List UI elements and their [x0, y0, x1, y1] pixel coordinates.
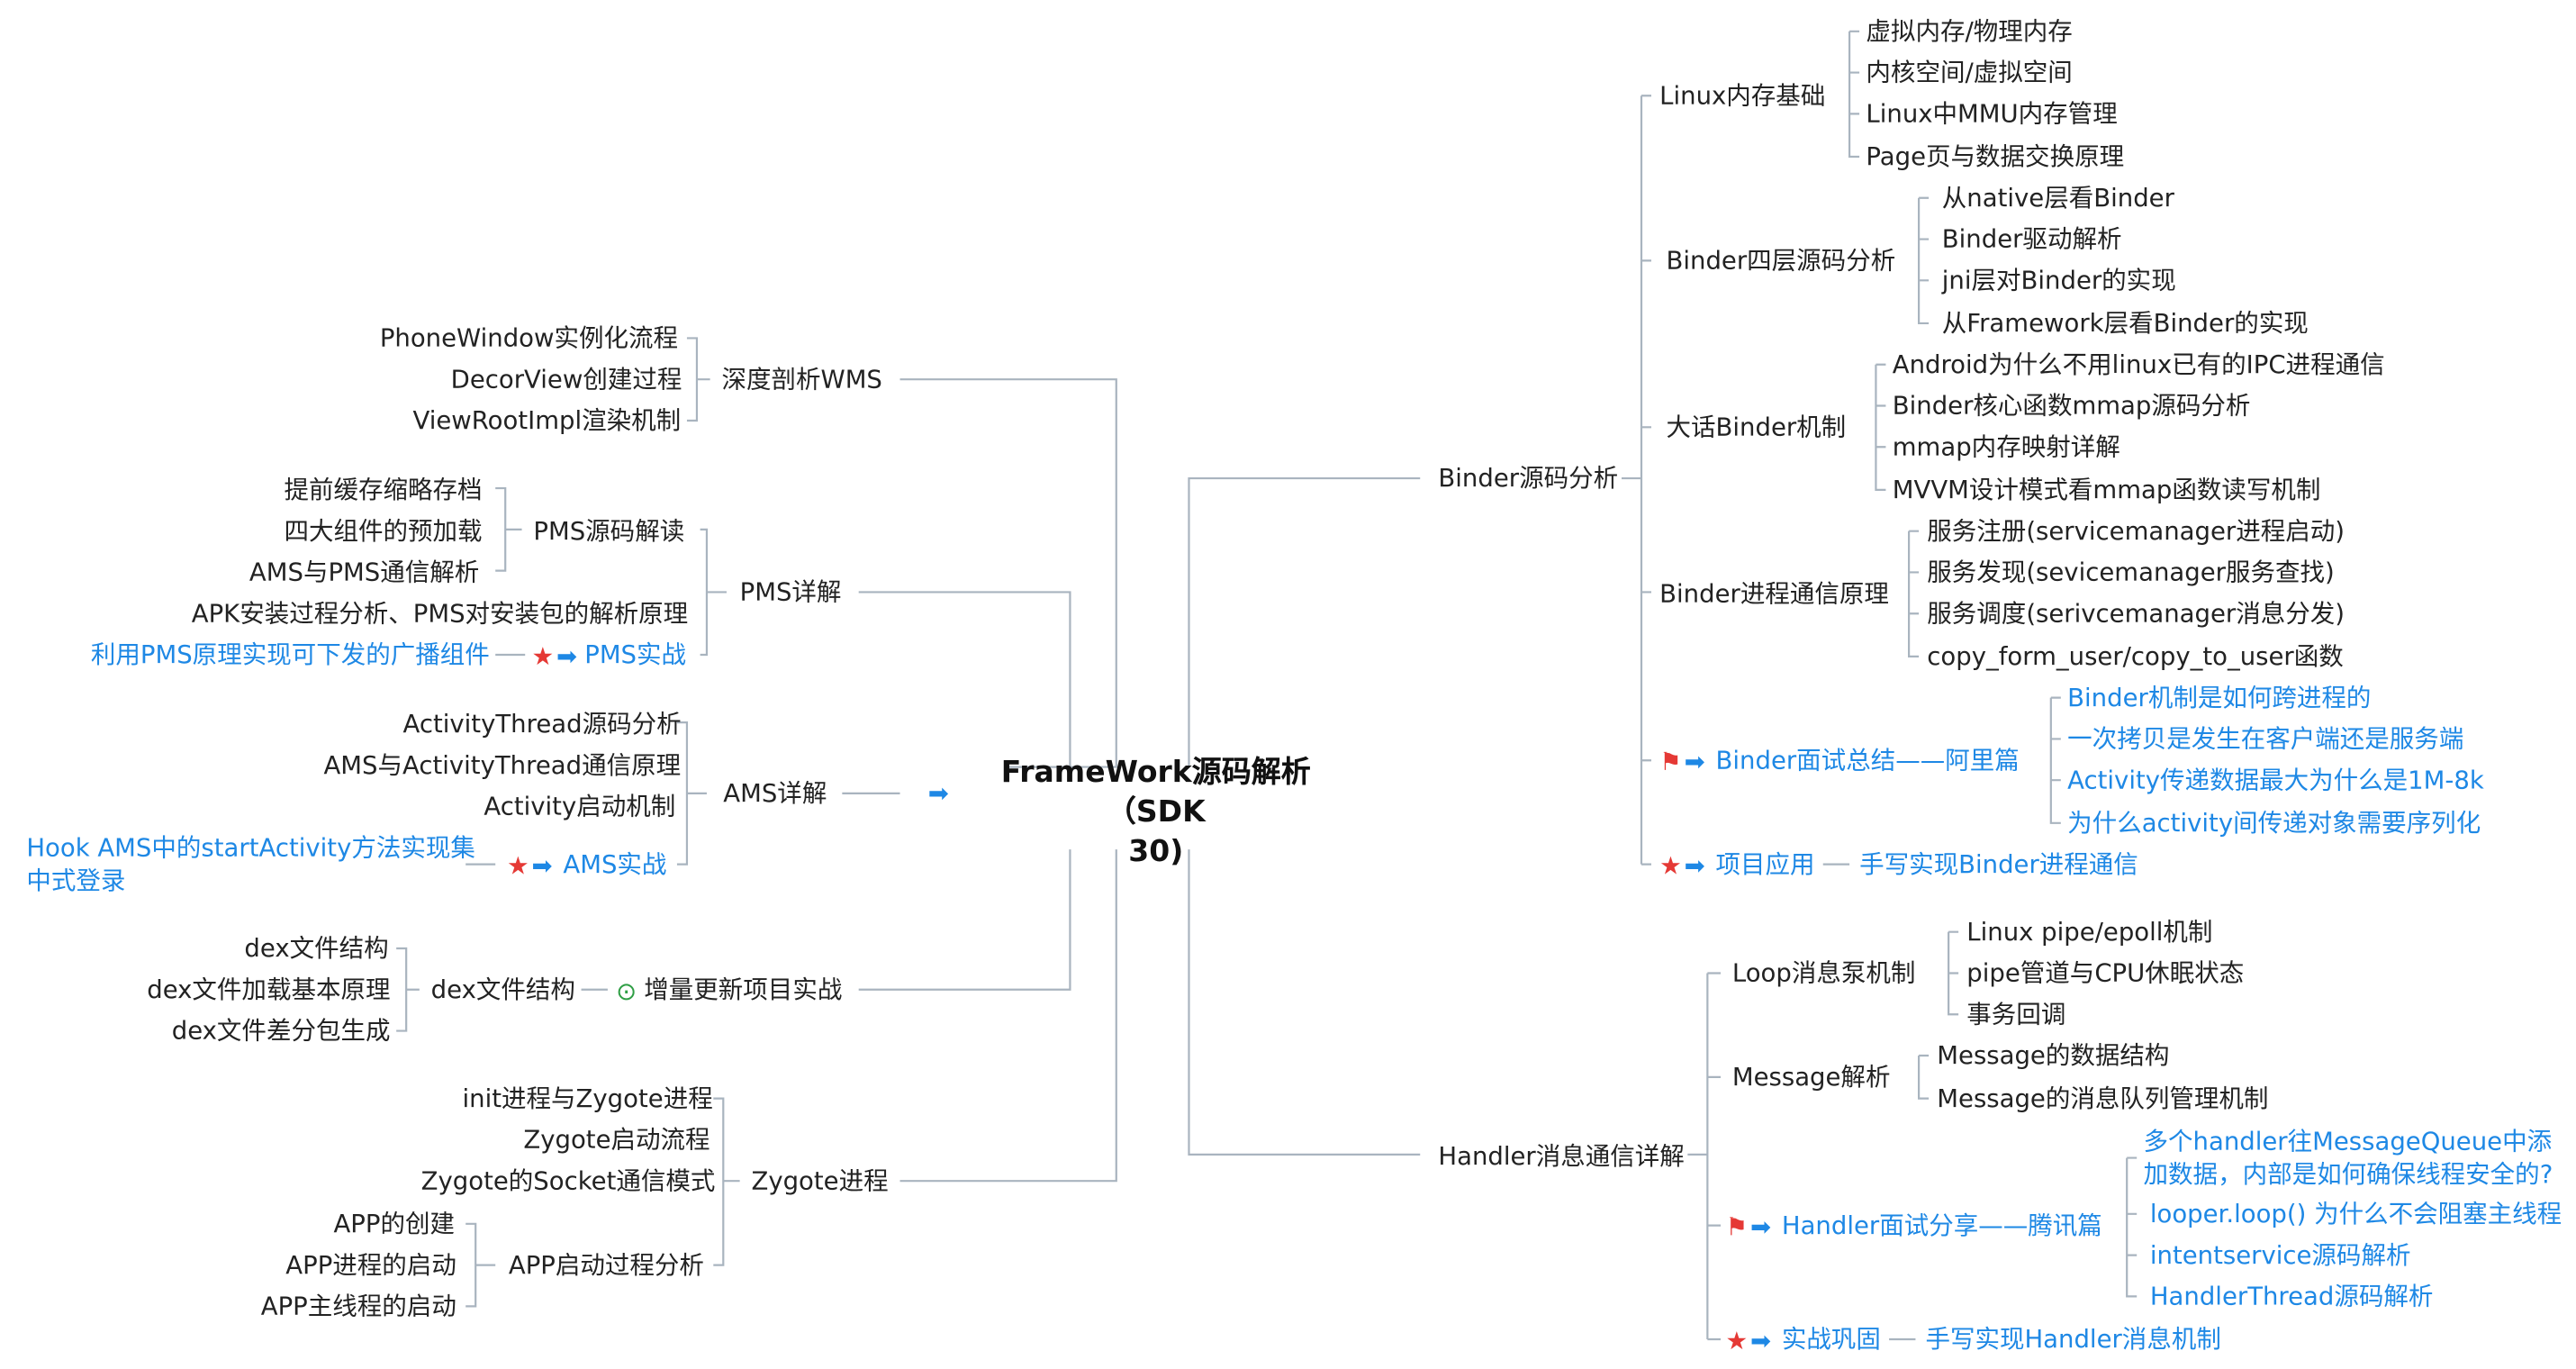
binder-branch[interactable]: Binder源码分析: [1438, 463, 1619, 494]
app-item[interactable]: APP进程的启动: [285, 1250, 456, 1281]
wms-item[interactable]: ViewRootImpl渲染机制: [412, 405, 682, 436]
handler-practice-detail[interactable]: 手写实现Handler消息机制: [1925, 1324, 2221, 1355]
loop-node[interactable]: Loop消息泵机制: [1731, 957, 1916, 988]
star-icon: ★: [1659, 850, 1682, 881]
ams-branch[interactable]: AMS详解: [723, 778, 827, 809]
flag-icon: ⚑: [1659, 747, 1682, 777]
handler-interview-item-cont: 加数据，内部是如何确保线程安全的?: [2143, 1159, 2553, 1190]
binder-interview-item[interactable]: Binder机制是如何跨进程的: [2067, 683, 2372, 713]
dex-branch[interactable]: 增量更新项目实战: [644, 975, 843, 1005]
arrow-right-icon: ➡: [1750, 1212, 1772, 1242]
ams-practice-node[interactable]: AMS实战: [563, 849, 667, 880]
linux-memory-node[interactable]: Linux内存基础: [1659, 80, 1826, 111]
linux-memory-item[interactable]: 内核空间/虚拟空间: [1866, 58, 2073, 88]
ams-practice-detail-line2: 中式登录: [26, 866, 126, 896]
arrow-right-icon: ➡: [1684, 850, 1705, 881]
binder-project-detail[interactable]: 手写实现Binder进程通信: [1859, 849, 2138, 880]
zygote-item[interactable]: init进程与Zygote进程: [462, 1083, 713, 1114]
binder-four-layer-item[interactable]: 从native层看Binder: [1941, 183, 2174, 213]
dex-structure-node[interactable]: dex文件结构: [430, 975, 575, 1005]
play-icon: ⊙: [616, 976, 637, 1007]
binder-ipc-item[interactable]: 服务注册(servicemanager进程启动): [1927, 516, 2346, 547]
linux-memory-item[interactable]: Page页与数据交换原理: [1866, 141, 2125, 172]
app-item[interactable]: APP主线程的启动: [260, 1291, 456, 1321]
ams-item[interactable]: ActivityThread源码分析: [402, 709, 682, 739]
pms-branch[interactable]: PMS详解: [739, 576, 842, 607]
dex-item[interactable]: dex文件结构: [244, 933, 389, 964]
ams-practice-detail[interactable]: Hook AMS中的startActivity方法实现集: [26, 832, 475, 863]
message-node[interactable]: Message解析: [1731, 1062, 1891, 1092]
binder-four-layer-item[interactable]: Binder驱动解析: [1941, 224, 2122, 255]
handler-interview-node[interactable]: Handler面试分享——腾讯篇: [1781, 1210, 2102, 1241]
pms-source-item[interactable]: 提前缓存缩略存档: [284, 475, 483, 505]
zygote-item[interactable]: Zygote的Socket通信模式: [420, 1165, 716, 1196]
star-icon: ★: [507, 850, 529, 881]
flag-icon: ⚑: [1725, 1212, 1749, 1242]
binder-four-layer-node[interactable]: Binder四层源码分析: [1666, 245, 1896, 276]
binder-talk-item[interactable]: Android为什么不用linux已有的IPC进程通信: [1892, 349, 2385, 380]
pms-source-item[interactable]: 四大组件的预加载: [284, 516, 483, 547]
binder-interview-item[interactable]: Activity传递数据最大为什么是1M-8k: [2067, 765, 2484, 795]
binder-ipc-item[interactable]: 服务发现(sevicemanager服务查找): [1927, 557, 2335, 587]
binder-interview-node[interactable]: Binder面试总结——阿里篇: [1715, 745, 2020, 775]
pms-practice-node[interactable]: PMS实战: [584, 639, 687, 670]
wms-item[interactable]: PhoneWindow实例化流程: [379, 322, 679, 353]
linux-memory-item[interactable]: Linux中MMU内存管理: [1866, 98, 2118, 129]
star-icon: ★: [1725, 1326, 1749, 1356]
pms-source-node[interactable]: PMS源码解读: [533, 516, 685, 547]
dex-item[interactable]: dex文件差分包生成: [171, 1016, 391, 1047]
handler-interview-item[interactable]: HandlerThread源码解析: [2149, 1281, 2434, 1311]
loop-item[interactable]: pipe管道与CPU休眠状态: [1966, 957, 2245, 988]
handler-interview-item[interactable]: intentservice源码解析: [2149, 1240, 2411, 1271]
central-topic-line2: 30): [1128, 834, 1184, 870]
linux-memory-item[interactable]: 虚拟内存/物理内存: [1866, 16, 2073, 47]
binder-ipc-item[interactable]: 服务调度(serivcemanager消息分发): [1927, 598, 2346, 629]
binder-four-layer-item[interactable]: jni层对Binder的实现: [1941, 265, 2176, 295]
binder-talk-node[interactable]: 大话Binder机制: [1666, 412, 1847, 442]
arrow-right-icon: ➡: [927, 778, 949, 809]
arrow-right-icon: ➡: [531, 850, 553, 881]
central-topic[interactable]: FrameWork源码解析（SDK 30): [958, 754, 1354, 873]
binder-talk-item[interactable]: MVVM设计模式看mmap函数读写机制: [1892, 475, 2321, 505]
ams-item[interactable]: Activity启动机制: [484, 792, 676, 821]
app-start-node[interactable]: APP启动过程分析: [508, 1250, 704, 1281]
ams-item[interactable]: AMS与ActivityThread通信原理: [323, 750, 682, 781]
binder-talk-item[interactable]: Binder核心函数mmap源码分析: [1892, 391, 2251, 421]
handler-branch[interactable]: Handler消息通信详解: [1438, 1141, 1685, 1172]
loop-item[interactable]: 事务回调: [1966, 999, 2066, 1029]
binder-interview-item[interactable]: 为什么activity间传递对象需要序列化: [2067, 808, 2481, 839]
wms-item[interactable]: DecorView创建过程: [450, 364, 682, 394]
binder-project-node[interactable]: 项目应用: [1715, 849, 1815, 880]
arrow-right-icon: ➡: [1684, 747, 1705, 777]
wms-branch[interactable]: 深度剖析WMS: [721, 364, 882, 394]
handler-practice-node[interactable]: 实战巩固: [1781, 1324, 1881, 1355]
zygote-item[interactable]: Zygote启动流程: [523, 1124, 710, 1155]
loop-item[interactable]: Linux pipe/epoll机制: [1966, 917, 2213, 947]
app-item[interactable]: APP的创建: [333, 1209, 456, 1239]
pms-apk-node[interactable]: APK安装过程分析、PMS对安装包的解析原理: [191, 598, 689, 629]
message-item[interactable]: Message的数据结构: [1937, 1040, 2170, 1071]
binder-ipc-node[interactable]: Binder进程通信原理: [1659, 578, 1889, 609]
central-topic-line1: FrameWork源码解析（SDK: [1000, 755, 1311, 830]
arrow-right-icon: ➡: [1750, 1326, 1772, 1356]
dex-item[interactable]: dex文件加载基本原理: [147, 975, 391, 1005]
pms-practice-detail[interactable]: 利用PMS原理实现可下发的广播组件: [90, 639, 490, 670]
handler-interview-item[interactable]: looper.loop() 为什么不会阻塞主线程: [2149, 1199, 2562, 1229]
star-icon: ★: [531, 641, 555, 672]
pms-source-item[interactable]: AMS与PMS通信解析: [249, 557, 480, 587]
binder-ipc-item[interactable]: copy_form_user/copy_to_user函数: [1927, 641, 2344, 672]
message-item[interactable]: Message的消息队列管理机制: [1937, 1083, 2269, 1114]
binder-four-layer-item[interactable]: 从Framework层看Binder的实现: [1941, 308, 2309, 339]
handler-interview-item[interactable]: 多个handler往MessageQueue中添: [2143, 1126, 2553, 1156]
zygote-branch[interactable]: Zygote进程: [751, 1165, 889, 1196]
binder-interview-item[interactable]: 一次拷贝是发生在客户端还是服务端: [2067, 723, 2464, 754]
arrow-right-icon: ➡: [556, 641, 578, 672]
binder-talk-item[interactable]: mmap内存映射详解: [1892, 431, 2120, 462]
